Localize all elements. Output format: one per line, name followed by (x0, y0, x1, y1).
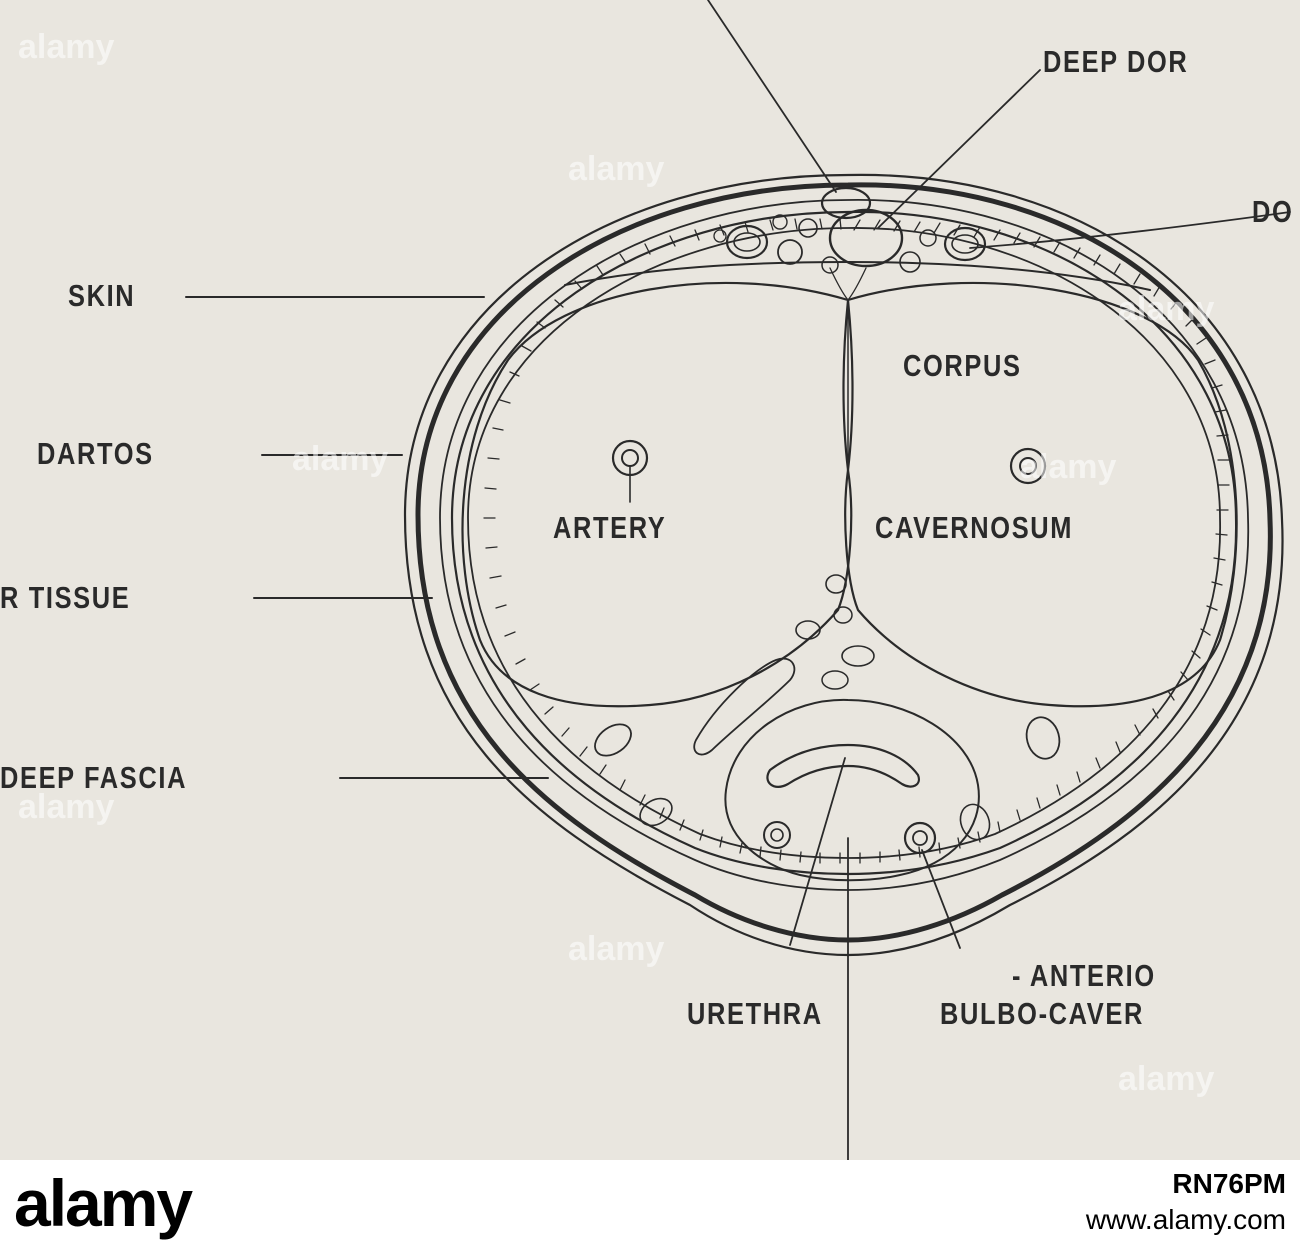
label-deep-dorsal: DEEP DOR (1043, 44, 1189, 79)
watermark: alamy (1020, 448, 1117, 486)
label-anterior: - ANTERIO (1012, 958, 1156, 993)
brand-logo: alamy (14, 1166, 193, 1240)
ventral-vessel-5 (821, 670, 849, 690)
watermark: alamy (18, 788, 115, 826)
artery-right-outer (1009, 447, 1047, 485)
ventral-vessel-9 (639, 797, 673, 827)
deep-dorsal-vein (828, 208, 904, 268)
dorsal-vessel-d (899, 251, 921, 273)
corpus-left (461, 281, 853, 708)
artery-right-inner (1019, 457, 1037, 475)
superficial-dorsal-vein (820, 186, 872, 220)
label-deep-fascia: DEEP FASCIA (0, 760, 188, 795)
cross-section-drawing (185, 0, 1291, 1160)
watermark: alamy (568, 930, 665, 968)
ventral-vessel-1 (825, 574, 847, 594)
dorsal-vessel-g (713, 229, 727, 243)
footer-bar: alamy RN76PM www.alamy.com (0, 1160, 1300, 1247)
label-dartos: DARTOS (37, 436, 154, 471)
leader-bulbo (921, 849, 961, 949)
label-bulbo-cavernosus: BULBO-CAVER (940, 996, 1144, 1031)
dorsal-vessel-b (798, 218, 818, 238)
watermark: alamy (568, 150, 665, 188)
septum-top-fibres (829, 267, 867, 301)
fascia-hatching (483, 218, 1230, 864)
dorsal-vessel-c (821, 256, 839, 274)
diagram-figure: DEEP DOR DO SKIN CORPUS DARTOS ARTERY CA… (0, 0, 1300, 1160)
watermark: alamy (1118, 290, 1215, 328)
dorsal-artery-right (943, 226, 987, 262)
watermark: alamy (1118, 1060, 1215, 1098)
ventral-vessel-8 (1025, 716, 1061, 760)
artery-left-inner (621, 449, 639, 467)
label-tissue: R TISSUE (0, 580, 131, 615)
dorsal-artery-left-inner (733, 232, 761, 252)
image-code: RN76PM (1172, 1168, 1286, 1199)
leader-superficial-vein (707, 0, 837, 193)
corpus-right (844, 281, 1238, 708)
ventral-vessel-10 (959, 803, 991, 841)
leader-urethra (789, 757, 846, 946)
ventral-vessel-4 (841, 645, 875, 667)
label-dorsal: DO (1252, 194, 1294, 229)
bulbo-artery-right-outer (903, 821, 937, 855)
label-urethra: URETHRA (687, 996, 823, 1031)
dorsal-vessel-e (919, 229, 937, 247)
watermark: alamy (292, 440, 389, 478)
label-artery: ARTERY (553, 510, 667, 545)
leader-deep-dorsal (877, 69, 1041, 229)
ventral-vessel-2 (795, 620, 821, 640)
ventral-vessel-3 (833, 606, 853, 624)
bulbo-artery-right-inner (912, 830, 928, 846)
leader-do (969, 211, 1291, 249)
dorsal-vessel-a (777, 239, 803, 265)
urethra-lumen (766, 743, 920, 788)
bulbo-artery-left-outer (763, 821, 791, 849)
dorsal-artery-right-inner (951, 234, 979, 254)
label-corpus: CORPUS (903, 348, 1022, 383)
bulbo-artery-left-inner (770, 828, 784, 842)
site-url: www.alamy.com (1085, 1204, 1286, 1235)
corpus-spongiosum (724, 698, 980, 882)
ventral-vessel-6 (693, 657, 796, 756)
dorsal-vessel-f (772, 214, 788, 230)
label-skin: SKIN (68, 278, 136, 313)
dorsal-artery-left (725, 224, 769, 260)
label-cavernosum: CAVERNOSUM (875, 510, 1074, 545)
ventral-vessel-7 (594, 723, 632, 757)
watermark: alamy (18, 28, 115, 66)
